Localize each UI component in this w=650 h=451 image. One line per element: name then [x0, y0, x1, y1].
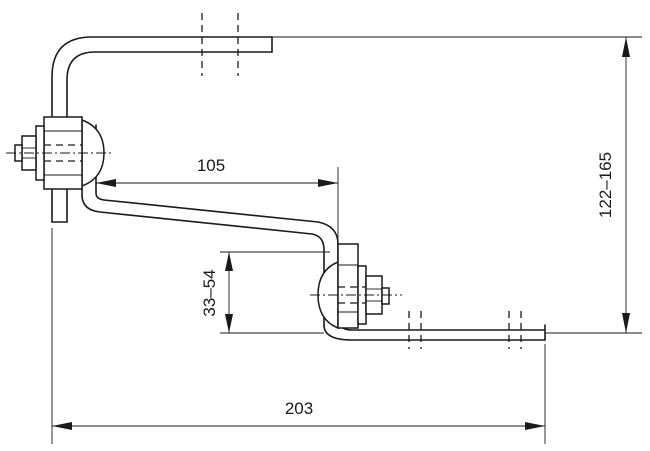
- dimension-33-54-label: 33–54: [200, 269, 219, 316]
- lower-clamp-assembly: [310, 243, 402, 330]
- mounting-holes: [201, 13, 522, 349]
- dimension-203-label: 203: [285, 399, 313, 418]
- upper-clamp-assembly: [6, 116, 112, 190]
- dimension-122-165-label: 122–165: [596, 152, 615, 218]
- bracket-outline: [51, 36, 546, 341]
- dimension-105-label: 105: [197, 156, 225, 175]
- dimension-122-165: 122–165: [596, 37, 630, 333]
- lower-clamp-plate: [337, 243, 359, 329]
- dimension-203: 203: [52, 399, 545, 430]
- extension-lines: [51, 36, 642, 444]
- dimension-33-54: 33–54: [200, 252, 233, 333]
- dimension-105: 105: [96, 156, 338, 187]
- lower-bolt-end: [381, 287, 390, 305]
